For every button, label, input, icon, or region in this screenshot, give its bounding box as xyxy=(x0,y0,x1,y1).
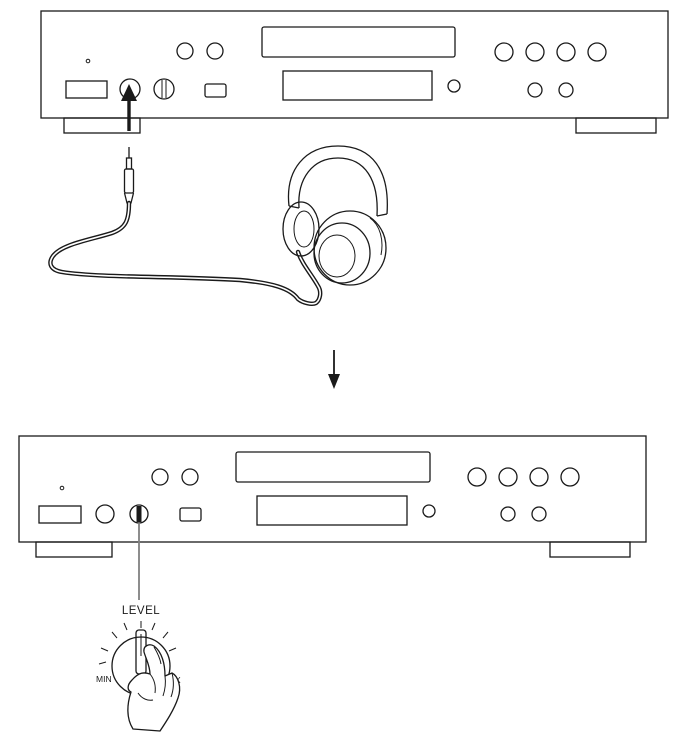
down-arrow-icon xyxy=(328,350,340,389)
bottom-standby-indicator xyxy=(59,485,65,491)
top-transport-button-5 xyxy=(527,82,543,98)
bottom-unit-foot-left xyxy=(35,541,113,558)
bottom-unit-foot-right xyxy=(549,541,631,558)
bottom-transport-button-1 xyxy=(467,467,487,487)
bottom-small-button-2 xyxy=(181,468,199,486)
bottom-power-button xyxy=(38,505,82,524)
headphones-right-earcup xyxy=(313,210,387,286)
top-usb-port xyxy=(204,83,227,98)
bottom-transport-button-2 xyxy=(498,467,518,487)
top-small-button-1 xyxy=(176,42,194,60)
top-power-button xyxy=(65,80,108,99)
plug-insert-arrow xyxy=(121,84,137,131)
top-level-knob xyxy=(153,78,175,100)
bottom-level-knob-grip xyxy=(136,506,142,522)
top-standby-indicator xyxy=(85,58,91,64)
top-transport-button-1 xyxy=(494,42,514,62)
headphones-icon xyxy=(282,145,388,286)
bottom-small-button-1 xyxy=(151,468,169,486)
top-transport-button-2 xyxy=(525,42,545,62)
bottom-phones-jack xyxy=(95,504,115,524)
top-unit-foot-right xyxy=(575,117,657,134)
bottom-transport-button-6 xyxy=(531,506,547,522)
top-display-window xyxy=(282,70,433,101)
top-transport-button-6 xyxy=(558,82,574,98)
top-disc-tray xyxy=(261,26,456,58)
hand-icon xyxy=(127,644,181,732)
top-unit-foot-left xyxy=(63,117,141,134)
bottom-disc-tray xyxy=(235,451,431,483)
top-sensor-button xyxy=(447,79,461,93)
top-transport-button-3 xyxy=(556,42,576,62)
min-label: MIN xyxy=(96,674,112,684)
top-transport-button-4 xyxy=(587,42,607,62)
bottom-transport-button-4 xyxy=(560,467,580,487)
bottom-sensor-button xyxy=(422,504,436,518)
bottom-usb-port xyxy=(179,507,202,522)
bottom-display-window xyxy=(256,495,408,526)
dial-tick-marks xyxy=(98,621,177,665)
bottom-unit-body xyxy=(18,435,647,543)
level-dial: LEVEL MIN X xyxy=(96,605,181,732)
bottom-transport-button-5 xyxy=(500,506,516,522)
top-unit-body xyxy=(40,10,669,119)
level-label: LEVEL xyxy=(122,605,160,617)
top-small-button-2 xyxy=(206,42,224,60)
headphone-plug xyxy=(123,147,135,204)
bottom-transport-button-3 xyxy=(529,467,549,487)
top-player-unit xyxy=(40,10,669,134)
headphone-cable xyxy=(48,200,323,306)
bottom-player-unit xyxy=(18,435,647,558)
